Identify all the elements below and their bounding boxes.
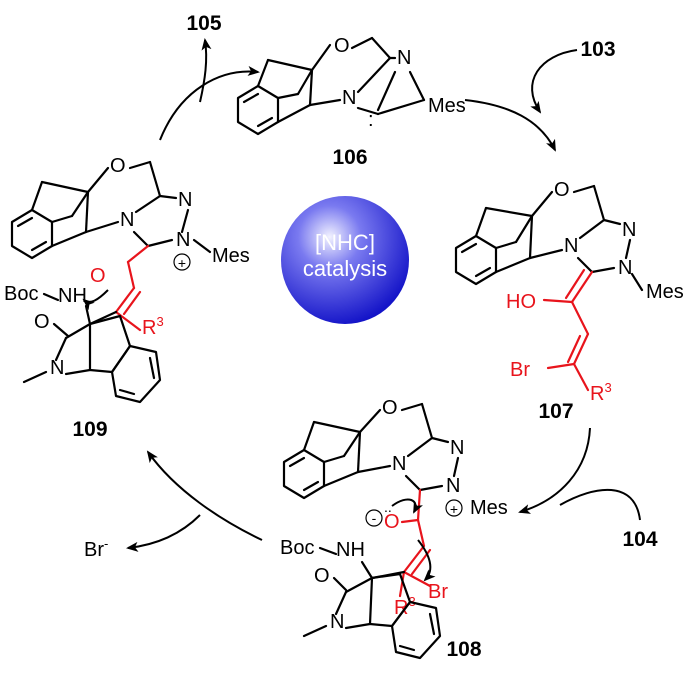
label-106: 106: [332, 146, 367, 169]
center-line2: catalysis: [303, 256, 387, 281]
compound-108: O N N N + Mes - O .. Br R3 Boc NH O: [280, 397, 508, 661]
arrow-push1-108: [391, 498, 423, 514]
atom-R-109: R3: [142, 314, 164, 339]
arrow-top-right: [464, 99, 556, 152]
atom-N2-108: N: [450, 437, 464, 459]
arrow-from-104: [559, 488, 641, 521]
compound-107: O N N N Mes HO Br R3 107: [454, 179, 684, 423]
indoline-ring-109: [88, 314, 132, 374]
atom-N1-109: N: [120, 209, 134, 231]
byproduct-br: Br-: [84, 536, 108, 561]
atom-N3-109: N: [176, 229, 190, 251]
label-105: 105: [186, 12, 221, 35]
center-catalysis: [NHC] catalysis: [281, 196, 409, 324]
atom-O-106: O: [334, 35, 350, 57]
plus-circle-109: [173, 253, 191, 271]
arrow-bottom-left: [146, 450, 263, 541]
lone-pair-108: ..: [384, 499, 392, 515]
atom-N2-109: N: [178, 189, 192, 211]
atom-Mes-108: Mes: [470, 497, 508, 519]
compound-109: O N N N Mes + O R3 Boc NH O N: [4, 155, 250, 441]
atom-N4-108: N: [330, 611, 344, 633]
compound-106: O N N : Mes 106: [236, 35, 466, 169]
plus-109: +: [178, 255, 186, 271]
atom-Mes-106: Mes: [428, 95, 466, 117]
arrow-to-105: [199, 38, 212, 103]
plus-108: +: [450, 501, 458, 517]
minus-108: -: [372, 510, 377, 526]
atom-R-107: R3: [590, 380, 612, 405]
arrow-top-left: [159, 65, 260, 141]
atom-Br-107: Br: [510, 359, 530, 381]
atom-Br-108: Br: [428, 581, 448, 603]
plus-circle-108: [445, 499, 463, 517]
atom-N3-108: N: [446, 475, 460, 497]
atom-N2-107: N: [622, 219, 636, 241]
atom-R-108: R3: [394, 594, 416, 619]
atom-N1-107: N: [564, 235, 578, 257]
atom-N2-106: N: [397, 47, 411, 69]
atom-O2-109: O: [34, 311, 50, 333]
arrow-push2-108: [417, 539, 436, 582]
atom-N4-109: N: [50, 357, 64, 379]
label-107: 107: [538, 400, 573, 423]
indoline-benzene-109: [110, 344, 162, 404]
label-103: 103: [580, 38, 615, 61]
atom-O-109: O: [110, 155, 126, 177]
atom-Boc-108: Boc: [280, 537, 314, 559]
arrow-bottom-right: [518, 427, 591, 514]
atom-NH-108: NH: [336, 539, 365, 561]
atom-HO-107: HO: [506, 291, 536, 313]
atom-O2-108: O: [314, 565, 330, 587]
center-line1: [NHC]: [315, 230, 375, 255]
catalysis-sphere: [281, 196, 409, 324]
atom-O-108: O: [382, 397, 398, 419]
cycle-arrows: [126, 38, 641, 552]
label-104: 104: [622, 528, 657, 551]
atom-Mes-107: Mes: [646, 281, 684, 303]
carbene-dots-106: :: [368, 109, 374, 131]
label-109: 109: [72, 418, 107, 441]
atom-N3-107: N: [618, 257, 632, 279]
arrow-push-109: [82, 289, 109, 311]
arrow-from-103: [530, 49, 578, 114]
atom-Mes-109: Mes: [212, 245, 250, 267]
arrow-to-br: [126, 514, 201, 552]
label-108: 108: [446, 638, 481, 661]
atom-O-red-108: O: [384, 511, 400, 533]
atom-N1-106: N: [342, 87, 356, 109]
atom-O-107: O: [554, 179, 570, 201]
atom-Boc-109: Boc: [4, 283, 38, 305]
atom-NH-109: NH: [58, 285, 87, 307]
atom-N1-108: N: [392, 453, 406, 475]
atom-O-red-109: O: [90, 265, 106, 287]
indoline-benzene-108: [390, 600, 442, 660]
minus-circle-108: [365, 509, 383, 527]
